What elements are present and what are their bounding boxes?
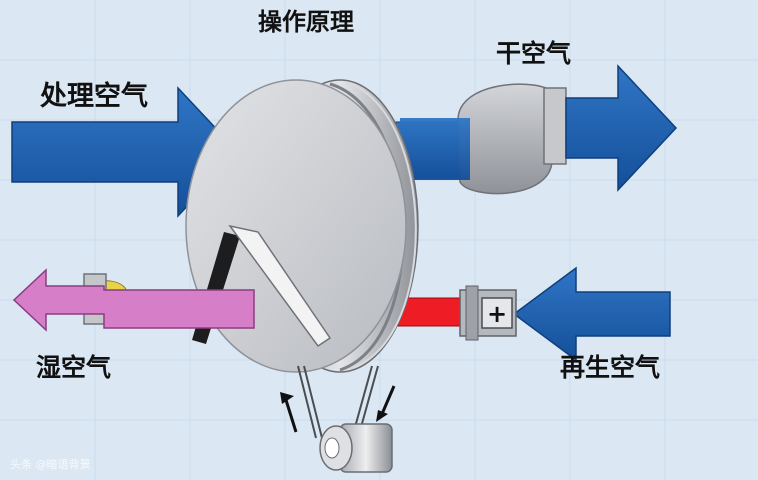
rotation-arrow-up — [280, 392, 298, 433]
dry-air-fan — [395, 83, 567, 195]
sector-divider — [228, 224, 332, 348]
heater: + — [459, 285, 517, 341]
drive-motor — [319, 423, 393, 473]
rotation-arrow-down — [376, 385, 396, 422]
watermark: 头条 @暗语背景 — [10, 458, 91, 471]
process-air-label: 处理空气 — [40, 81, 148, 112]
heater-symbol: + — [487, 300, 507, 328]
dry-air-arrow — [565, 64, 678, 192]
wet-air-arrow — [12, 268, 255, 332]
hot-air-duct — [397, 297, 469, 327]
regen-air-arrow — [512, 266, 671, 362]
diagram-title: 操作原理 — [258, 8, 354, 36]
dry-air-label: 干空气 — [496, 39, 572, 68]
wet-air-label: 湿空气 — [36, 353, 112, 382]
regen-air-label: 再生空气 — [560, 353, 661, 382]
